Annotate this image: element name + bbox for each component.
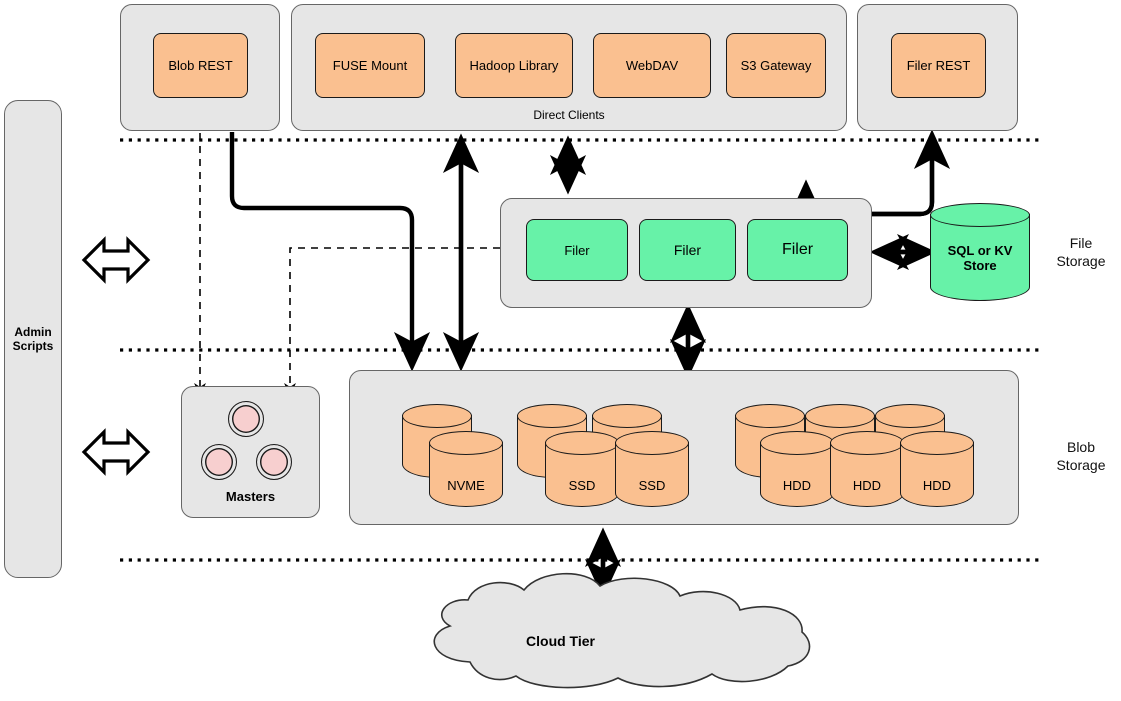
filer-rest-chip[interactable]: Filer REST xyxy=(891,33,986,98)
hdd-front2-cap xyxy=(830,431,904,455)
nvme-label: NVME xyxy=(447,478,485,493)
nvme-back-cap xyxy=(402,404,472,428)
admin-control-flows xyxy=(194,133,500,398)
nvme-front-cap xyxy=(429,431,503,455)
filer-node-2-label: Filer xyxy=(673,242,702,258)
hdd-front3-cap xyxy=(900,431,974,455)
s3-gateway-chip[interactable]: S3 Gateway xyxy=(726,33,826,98)
volume-servers-group[interactable]: NVME SSD SSD xyxy=(349,370,1019,525)
ssd-disk-front-2[interactable]: SSD xyxy=(615,431,689,507)
master-node-1[interactable] xyxy=(228,401,264,437)
hdd-back2-cap xyxy=(805,404,875,428)
master-node-2[interactable] xyxy=(201,444,237,480)
metastore-body xyxy=(930,214,1030,301)
filer-node-3[interactable]: Filer xyxy=(747,219,848,281)
file-storage-line1: File xyxy=(1069,235,1093,251)
hadoop-library-label: Hadoop Library xyxy=(469,58,559,73)
cloud-tier-label: Cloud Tier xyxy=(526,633,595,649)
metastore-label: SQL or KV Store xyxy=(930,243,1030,273)
filer-node-3-label: Filer xyxy=(781,241,814,258)
file-storage-line2: Storage xyxy=(1056,253,1106,269)
filer-group[interactable]: Filer Filer Filer xyxy=(500,198,872,308)
cloud-tier-shape xyxy=(433,572,811,689)
admin-scripts-line1: Admin xyxy=(14,325,52,339)
admin-scripts-panel[interactable]: Admin Scripts xyxy=(4,100,62,578)
masters-label: Masters xyxy=(225,489,276,504)
admin-to-masters-arrow xyxy=(81,428,151,476)
nvme-disk-front-1[interactable]: NVME xyxy=(429,431,503,507)
metastore-cylinder[interactable]: SQL or KV Store xyxy=(930,203,1030,301)
blob-rest-chip[interactable]: Blob REST xyxy=(153,33,248,98)
hdd-front1-cap xyxy=(760,431,834,455)
filer-to-masters-dashed xyxy=(284,247,500,398)
ssd-front1-cap xyxy=(545,431,619,455)
admin-scripts-line2: Scripts xyxy=(12,339,54,353)
blob-storage-tier-label: Blob Storage xyxy=(1043,438,1119,474)
master-node-3[interactable] xyxy=(256,444,292,480)
direct-clients-caption: Direct Clients xyxy=(533,108,605,122)
admin-to-filer-arrow xyxy=(81,236,151,284)
fuse-mount-chip[interactable]: FUSE Mount xyxy=(315,33,425,98)
admin-double-arrows xyxy=(81,236,151,476)
hdd-disk-front-2[interactable]: HDD xyxy=(830,431,904,507)
filer-rest-group[interactable]: Filer REST xyxy=(857,4,1018,131)
ssd-front2-cap xyxy=(615,431,689,455)
blob-rest-label: Blob REST xyxy=(168,58,233,73)
metastore-cap xyxy=(930,203,1030,227)
hdd-label-2: HDD xyxy=(852,478,882,493)
hdd-disk-front-1[interactable]: HDD xyxy=(760,431,834,507)
hdd-label-3: HDD xyxy=(922,478,952,493)
hdd-label-1: HDD xyxy=(782,478,812,493)
hadoop-library-chip[interactable]: Hadoop Library xyxy=(455,33,573,98)
filer-node-2[interactable]: Filer xyxy=(639,219,736,281)
blobrest-to-volumes xyxy=(229,132,431,372)
masters-group[interactable]: Masters xyxy=(181,386,320,518)
hdd-back1-cap xyxy=(735,404,805,428)
fuse-mount-label: FUSE Mount xyxy=(332,58,408,73)
filer-rest-label: Filer REST xyxy=(906,58,971,73)
filer-node-1[interactable]: Filer xyxy=(526,219,628,281)
metastore-line1: SQL or KV xyxy=(947,243,1013,258)
s3-gateway-label: S3 Gateway xyxy=(740,58,812,73)
webdav-chip[interactable]: WebDAV xyxy=(593,33,711,98)
ssd-label-1: SSD xyxy=(568,478,596,493)
admin-scripts-label: Admin Scripts xyxy=(13,325,54,353)
ssd-back1-cap xyxy=(517,404,587,428)
hdd-back3-cap xyxy=(875,404,945,428)
ssd-back2-cap xyxy=(592,404,662,428)
file-storage-tier-label: File Storage xyxy=(1043,234,1119,270)
ssd-label-2: SSD xyxy=(638,478,666,493)
metastore-line2: Store xyxy=(963,258,997,273)
webdav-label: WebDAV xyxy=(625,58,679,73)
blob-storage-line2: Storage xyxy=(1056,457,1106,473)
hdd-disk-front-3[interactable]: HDD xyxy=(900,431,974,507)
ssd-disk-front-1[interactable]: SSD xyxy=(545,431,619,507)
blob-storage-line1: Blob xyxy=(1066,439,1096,455)
direct-clients-group[interactable]: FUSE Mount Hadoop Library WebDAV S3 Gate… xyxy=(291,4,847,131)
blob-rest-group[interactable]: Blob REST xyxy=(120,4,280,131)
filer-node-1-label: Filer xyxy=(564,242,590,258)
